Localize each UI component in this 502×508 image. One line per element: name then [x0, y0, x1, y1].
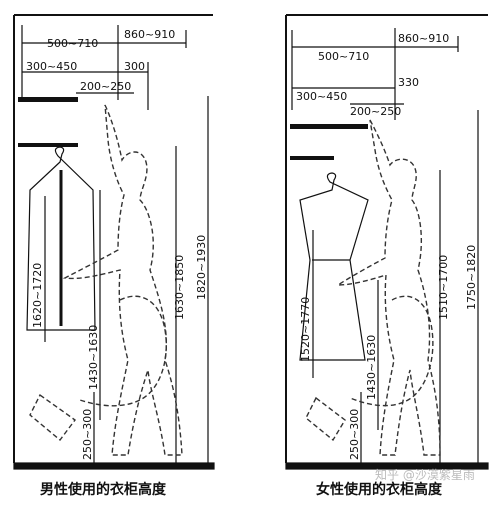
floor-bar	[285, 462, 489, 470]
male-vdim-garment: 1620~1720	[31, 263, 44, 328]
panel-female	[285, 14, 489, 470]
male-dim-top-gap: 860~910	[124, 28, 175, 41]
female-vdim-hanger: 1430~1630	[365, 335, 378, 400]
female-labels: 500~710 860~910 300~450 330 200~250 1520…	[296, 32, 478, 498]
watermark-text: 知乎 @沙漠紫星雨	[375, 468, 475, 482]
male-dim-hand-gap: 200~250	[80, 80, 131, 93]
male-vdim-total: 1820~1930	[195, 235, 208, 300]
female-dim-rail-gap: 330	[398, 76, 419, 89]
top-shelf	[18, 97, 78, 102]
male-dim-reach: 500~710	[47, 37, 98, 50]
female-vdim-shoulder: 1510~1700	[437, 255, 450, 320]
female-dim-top-gap: 860~910	[398, 32, 449, 45]
hanging-rail	[18, 143, 78, 147]
male-dim-rail-gap: 300	[124, 60, 145, 73]
top-shelf	[290, 124, 368, 129]
female-dim-reach: 500~710	[318, 50, 369, 63]
male-labels: 500~710 860~910 300~450 300 200~250 1620…	[26, 28, 208, 498]
female-dim-shelf-depth: 300~450	[296, 90, 347, 103]
hanging-rail	[290, 156, 334, 160]
male-vdim-lower: 250~300	[81, 409, 94, 460]
garment-outline	[299, 172, 369, 361]
female-figure	[305, 119, 441, 456]
floor-bar	[13, 462, 215, 470]
female-vdim-total: 1750~1820	[465, 245, 478, 310]
male-dim-shelf-depth: 300~450	[26, 60, 77, 73]
male-figure	[29, 104, 183, 456]
garment-outline	[26, 146, 96, 331]
panel-male	[13, 14, 215, 470]
female-vdim-garment: 1520~1770	[299, 297, 312, 362]
male-vdim-shoulder: 1630~1850	[173, 255, 186, 320]
male-vdim-hanger: 1430~1630	[87, 325, 100, 390]
female-dim-hand-gap: 200~250	[350, 105, 401, 118]
male-caption: 男性使用的衣柜高度	[40, 481, 167, 498]
female-caption: 女性使用的衣柜高度	[316, 481, 443, 498]
female-vdim-lower: 250~300	[348, 409, 361, 460]
